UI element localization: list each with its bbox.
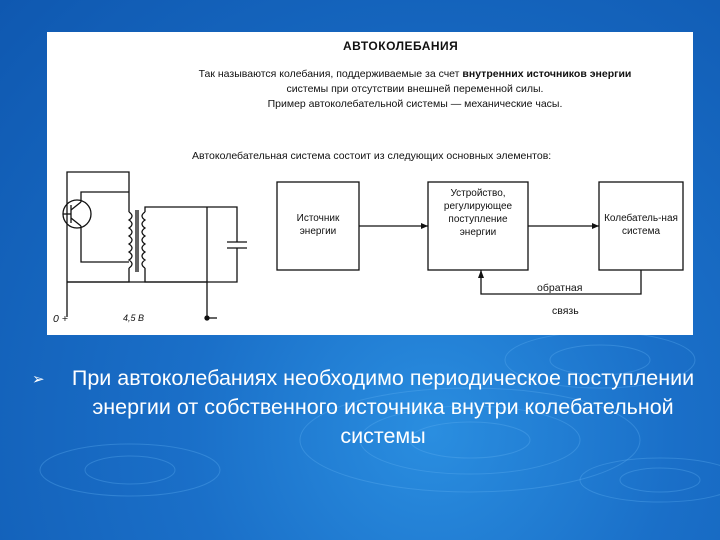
- coil-right-icon: [141, 211, 147, 269]
- description-line1-a: Так называются колебания, поддерживаемые…: [198, 68, 463, 80]
- circuit-and-block-diagram: [62, 171, 684, 321]
- coil-left-icon: [127, 211, 133, 269]
- description-line1-b: внутренних источников энергии: [462, 68, 632, 80]
- figure-title: АВТОКОЛЕБАНИЯ: [343, 39, 459, 53]
- figure-description: Так называются колебания, поддерживаемые…: [139, 67, 691, 112]
- block-oscillator-label: Колебатель-ная система: [604, 213, 678, 237]
- circuit-label-left: 0 +: [53, 313, 68, 325]
- feedback-arrow: [480, 270, 642, 295]
- circuit-label-mid: 4,5 В: [123, 313, 145, 323]
- bullet-marker-icon: ➢: [32, 371, 45, 388]
- block-source-label: Источник энергии: [296, 213, 340, 237]
- description-line2: системы при отсутствии внешней переменно…: [286, 83, 544, 95]
- bullet-text: При автоколебаниях необходимо периодичес…: [71, 366, 695, 448]
- block-regulator-label: Устройство, регулирующее поступление эне…: [443, 188, 513, 238]
- composition-text: Автоколебательная система состоит из сле…: [192, 150, 552, 162]
- feedback-label-1: обратная: [537, 282, 583, 294]
- circuit-wire-left: [66, 171, 130, 317]
- autooscillation-figure: АВТОКОЛЕБАНИЯ Так называются колебания, …: [47, 32, 693, 335]
- description-line3: Пример автоколебательной системы — механ…: [267, 98, 563, 110]
- feedback-label-2: связь: [552, 305, 579, 317]
